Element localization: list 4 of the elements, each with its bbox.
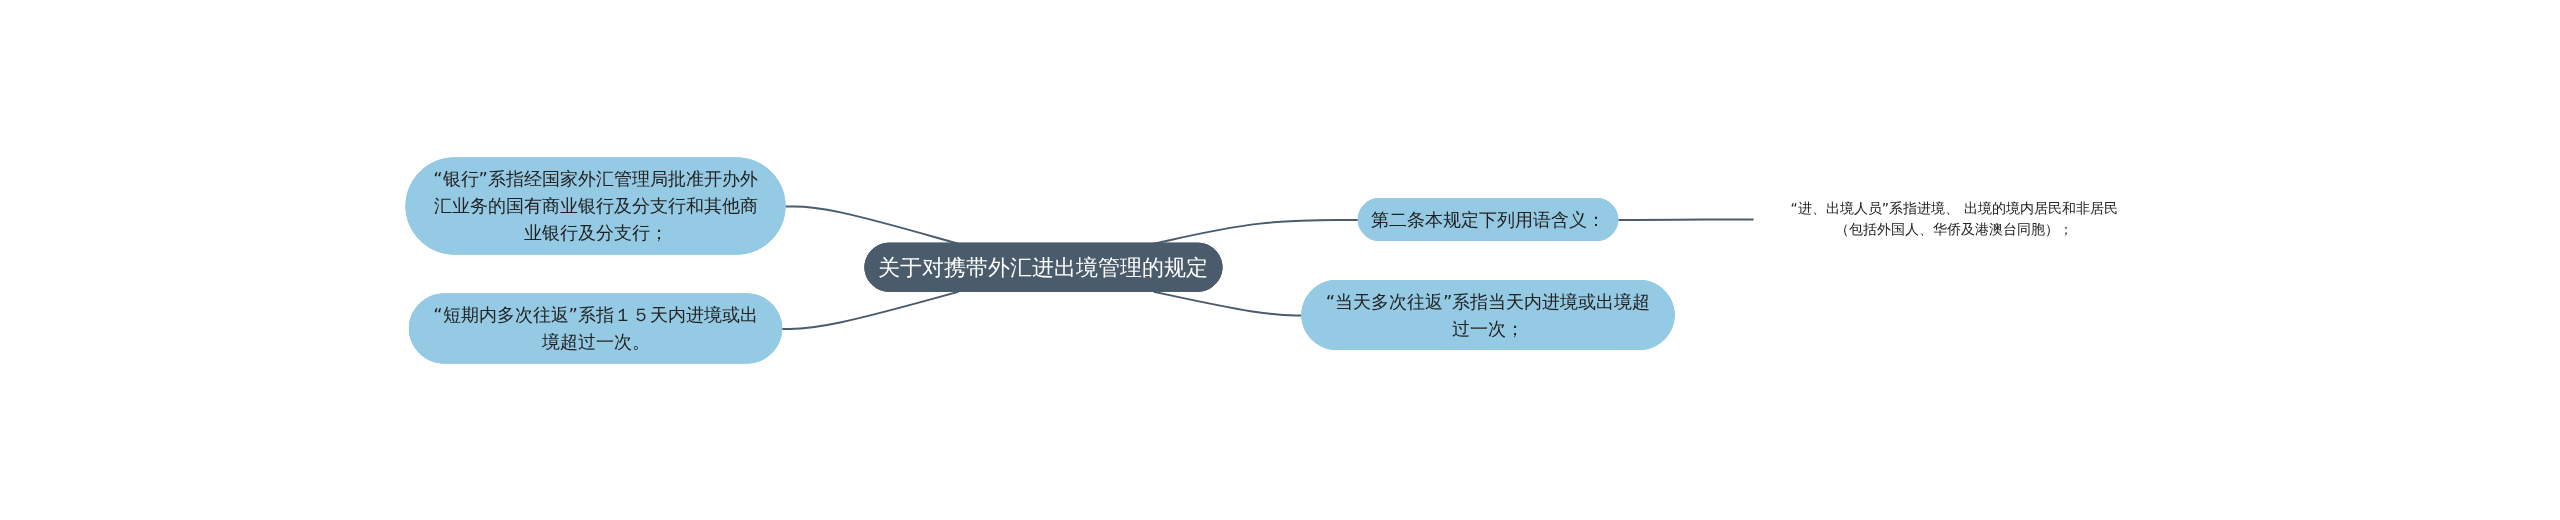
connector — [781, 290, 960, 330]
node-text: “进、出境人员”系指进境、 出境的境内居民和非居民（包括外国人、华侨及港澳台同胞）； — [1790, 200, 2118, 237]
connector — [1617, 218, 1756, 221]
connector — [1152, 290, 1304, 316]
